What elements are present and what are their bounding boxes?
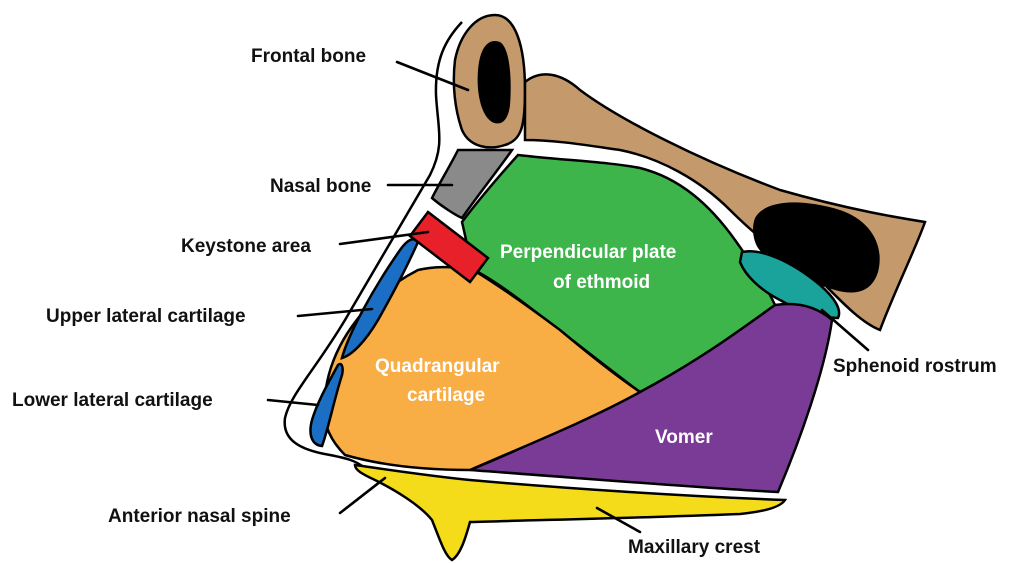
label-frontal-bone: Frontal bone <box>251 46 366 67</box>
label-nasal-bone: Nasal bone <box>270 176 371 197</box>
label-maxillary-crest: Maxillary crest <box>628 537 761 558</box>
label-perpendicular-plate-line1: Perpendicular plate <box>500 242 676 263</box>
label-upper-lateral-cartilage: Upper lateral cartilage <box>46 306 246 327</box>
label-lower-lateral-cartilage: Lower lateral cartilage <box>12 390 213 411</box>
leader-anterior-nasal-spine <box>340 478 385 513</box>
label-keystone-area: Keystone area <box>181 236 311 257</box>
label-perpendicular-plate-line2: of ethmoid <box>553 272 650 293</box>
label-sphenoid-rostrum: Sphenoid rostrum <box>833 356 997 377</box>
label-anterior-nasal-spine: Anterior nasal spine <box>108 506 291 527</box>
label-quadrangular-line2: cartilage <box>407 385 485 406</box>
label-quadrangular-line1: Quadrangular <box>375 356 500 377</box>
label-vomer: Vomer <box>655 427 713 448</box>
